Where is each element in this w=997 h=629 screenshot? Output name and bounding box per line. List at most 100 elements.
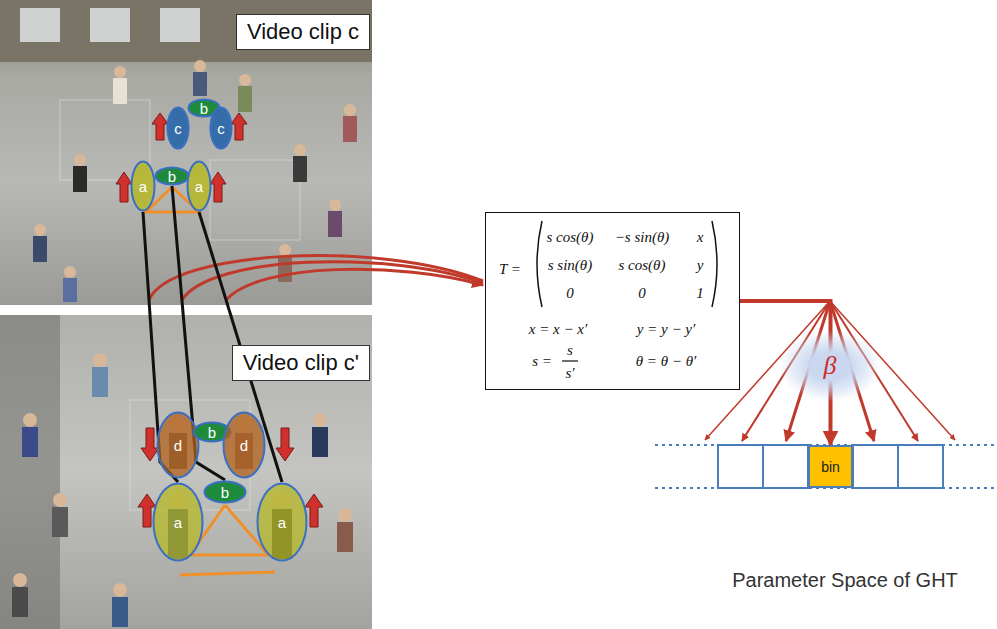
- person: [22, 413, 38, 457]
- person-head: [194, 60, 206, 72]
- triangle-link: [180, 572, 275, 575]
- person: [343, 104, 357, 142]
- panel-caption: Parameter Space of GHT: [732, 569, 958, 592]
- node-text: θ = θ − θ′: [636, 353, 697, 369]
- person: [312, 413, 328, 457]
- part-ellipse: b: [192, 421, 232, 443]
- motion-arrow: [210, 172, 226, 202]
- part-shape: [188, 162, 211, 211]
- part-shape: [156, 168, 189, 185]
- vote-arrow: [786, 301, 830, 441]
- part-ellipse: a: [256, 482, 308, 562]
- person: [328, 199, 342, 237]
- node-text: s sin(θ): [548, 257, 592, 273]
- vote-curve: [226, 269, 483, 300]
- part-shape: [224, 413, 265, 478]
- node-text: b: [208, 424, 216, 441]
- weight-symbol: β: [824, 351, 837, 381]
- ellipse-outline: [166, 106, 190, 150]
- person: [73, 154, 87, 192]
- person-head: [23, 413, 37, 427]
- part-shape: [168, 108, 189, 149]
- person-body: [168, 509, 188, 559]
- person: [52, 493, 68, 537]
- person-body: [52, 507, 68, 537]
- empty-bin: [853, 445, 898, 488]
- ellipse-outline: [154, 166, 190, 186]
- node-text: 1: [696, 285, 704, 301]
- person: [272, 491, 292, 559]
- correspondence-line: [172, 186, 225, 480]
- part-ellipse: a: [130, 160, 156, 212]
- node-text: a: [195, 178, 203, 195]
- clip-title: Video clip c: [236, 14, 370, 50]
- person: [169, 417, 187, 469]
- person-head: [74, 154, 86, 166]
- person-head: [13, 573, 27, 587]
- node-text: y: [697, 257, 704, 273]
- part-ellipse: b: [154, 166, 190, 186]
- matrix-brackets: [486, 213, 741, 391]
- motion-arrow: [152, 113, 168, 140]
- node-text: Video clip c': [243, 350, 359, 375]
- person-body: [193, 72, 207, 96]
- part-shape: [189, 100, 220, 117]
- person-body: [293, 156, 307, 182]
- node-text: b: [221, 484, 229, 501]
- person-body: [278, 256, 292, 282]
- node-text: x: [697, 229, 704, 245]
- person-body: [73, 166, 87, 192]
- person: [168, 491, 188, 559]
- part-ellipse: c: [166, 106, 190, 150]
- ellipse-outline: [209, 106, 233, 150]
- vote-arrow: [830, 301, 918, 441]
- vote-curve: [149, 256, 483, 300]
- vote-arrow: [830, 301, 955, 440]
- person: [63, 266, 77, 302]
- node-text: s: [567, 342, 573, 358]
- grid-box: [210, 160, 300, 240]
- matrix-paren: [537, 221, 542, 307]
- vote-arrow: [705, 301, 830, 440]
- node-text: a: [278, 514, 286, 531]
- person-head: [273, 491, 291, 509]
- node-text: c: [174, 120, 182, 137]
- empty-bin: [763, 445, 808, 488]
- person-body: [343, 116, 357, 142]
- motion-arrow: [116, 172, 132, 202]
- node-text: −s sin(θ): [615, 229, 670, 245]
- person-head: [53, 493, 67, 507]
- empty-bin: [898, 445, 943, 488]
- person: [293, 144, 307, 182]
- empty-bin: [718, 445, 763, 488]
- node-text: s =: [532, 353, 552, 369]
- part-ellipse: d: [222, 411, 266, 479]
- ellipse-outline: [203, 480, 247, 504]
- ellipse-outline: [187, 98, 221, 118]
- person-head: [344, 104, 356, 116]
- person-head: [329, 199, 341, 211]
- node-text: s′: [565, 365, 574, 381]
- part-shape: [211, 108, 232, 149]
- person-head: [34, 224, 46, 236]
- correspondence-line: [199, 212, 282, 482]
- vote-curve: [182, 262, 483, 300]
- person: [193, 60, 207, 96]
- person-body: [272, 509, 292, 559]
- node-text: c: [217, 120, 225, 137]
- person-head: [114, 66, 126, 78]
- person: [112, 583, 128, 627]
- person-body: [33, 236, 47, 262]
- person-body: [12, 587, 28, 617]
- person-head: [294, 144, 306, 156]
- person-head: [113, 583, 127, 597]
- person-head: [64, 266, 76, 278]
- matrix-paren: [712, 221, 717, 307]
- person: [337, 508, 353, 552]
- side-wall: [0, 315, 60, 629]
- node-text: a: [174, 514, 182, 531]
- node-text: bin: [821, 459, 840, 475]
- node-text: y = y − y′: [637, 321, 696, 337]
- part-ellipse: b: [187, 98, 221, 118]
